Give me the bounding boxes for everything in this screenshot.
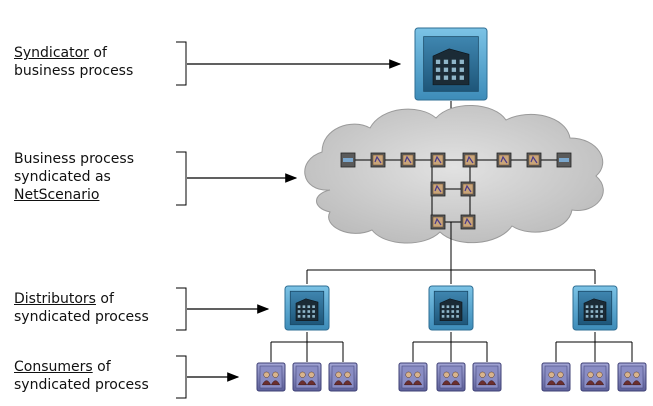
process-terminal-icon bbox=[556, 152, 572, 168]
label-syndicator: Syndicator of business process bbox=[14, 44, 133, 80]
consumer-people-icon bbox=[472, 362, 502, 392]
process-terminal-icon bbox=[340, 152, 356, 168]
consumer-people-icon bbox=[292, 362, 322, 392]
consumer-people-icon bbox=[436, 362, 466, 392]
bracket-syndicator bbox=[176, 41, 187, 86]
process-step-icon bbox=[430, 152, 446, 168]
consumer-people-icon bbox=[617, 362, 647, 392]
label-business-term: NetScenario bbox=[14, 187, 100, 203]
consumer-people-icon bbox=[541, 362, 571, 392]
bracket-consumers bbox=[176, 355, 187, 399]
process-step-icon bbox=[430, 181, 446, 197]
netscenario-cloud bbox=[304, 105, 604, 244]
label-distributors: Distributors of syndicated process bbox=[14, 290, 149, 326]
label-syndicator-of: of bbox=[88, 45, 107, 61]
consumer-people-icon bbox=[328, 362, 358, 392]
process-step-icon bbox=[430, 214, 446, 230]
process-step-icon bbox=[496, 152, 512, 168]
distribution-tree bbox=[270, 269, 633, 362]
process-step-icon bbox=[462, 152, 478, 168]
bracket-business bbox=[176, 151, 187, 206]
label-consumers-term: Consumers bbox=[14, 359, 93, 375]
distributor-office-building-icon bbox=[428, 285, 474, 331]
process-step-icon bbox=[460, 181, 476, 197]
label-distributors-of: of bbox=[95, 291, 114, 307]
distributor-office-building-icon bbox=[284, 285, 330, 331]
label-business-line1: Business process bbox=[14, 151, 134, 167]
process-step-icon bbox=[460, 214, 476, 230]
label-syndicator-term: Syndicator bbox=[14, 45, 89, 61]
label-consumers-of: of bbox=[92, 359, 111, 375]
label-distributors-line2: syndicated process bbox=[14, 309, 149, 325]
label-consumers: Consumers of syndicated process bbox=[14, 358, 149, 394]
consumer-people-icon bbox=[580, 362, 610, 392]
syndicator-office-building-icon bbox=[414, 27, 488, 101]
syndicator-building-icon bbox=[414, 27, 488, 101]
consumer-people-icon bbox=[256, 362, 286, 392]
process-step-icon bbox=[370, 152, 386, 168]
distributor-nodes bbox=[284, 285, 618, 331]
label-syndicator-line2: business process bbox=[14, 63, 134, 79]
bracket-distributors bbox=[176, 287, 187, 331]
distributor-office-building-icon bbox=[572, 285, 618, 331]
label-business-line2: syndicated as bbox=[14, 169, 111, 185]
label-distributors-term: Distributors bbox=[14, 291, 96, 307]
process-step-icon bbox=[526, 152, 542, 168]
process-steps bbox=[340, 152, 572, 230]
consumer-people-icon bbox=[398, 362, 428, 392]
label-consumers-line2: syndicated process bbox=[14, 377, 149, 393]
process-step-icon bbox=[400, 152, 416, 168]
label-business-process: Business process syndicated as NetScenar… bbox=[14, 150, 134, 204]
consumer-nodes bbox=[256, 362, 647, 392]
